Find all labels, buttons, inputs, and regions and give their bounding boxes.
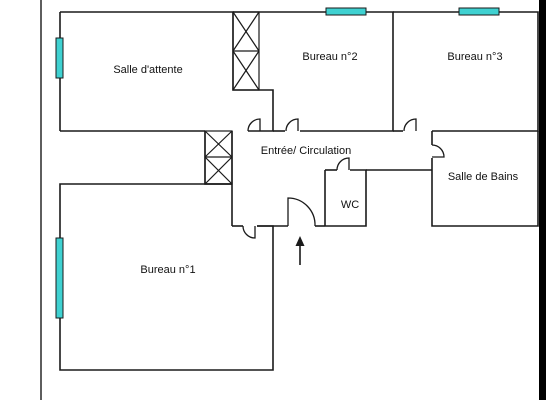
door-salle-attente	[247, 118, 261, 132]
room-label-bureau-3: Bureau n°3	[447, 51, 502, 63]
wall-wc	[325, 169, 367, 227]
wall-bureau-1	[59, 183, 274, 371]
room-label-bureau-2: Bureau n°2	[302, 51, 357, 63]
door-bureau-3	[403, 118, 417, 132]
window-bureau-1	[55, 237, 64, 319]
door-entrance	[287, 197, 316, 227]
door-bureau-2	[285, 118, 299, 132]
window-salle-attente	[55, 37, 64, 79]
room-label-bureau-1: Bureau n°1	[140, 264, 195, 276]
window-icon	[55, 7, 500, 319]
room-label-entree: Entrée/ Circulation	[261, 145, 352, 157]
stairs-icon	[204, 11, 260, 185]
door-bureau-1	[242, 225, 256, 239]
door-swing-icon	[242, 118, 445, 239]
window-bureau-3	[458, 7, 500, 16]
wall-bureau-2	[233, 11, 394, 132]
door-salle-bains	[431, 144, 445, 158]
room-label-salle-bains: Salle de Bains	[448, 171, 519, 183]
entrance-arrow-icon	[295, 236, 305, 265]
wall-salle-bains	[431, 131, 539, 227]
window-bureau-2	[325, 7, 367, 16]
room-label-wc: WC	[341, 199, 359, 211]
door-wc	[336, 157, 350, 171]
room-label-salle-attente: Salle d'attente	[113, 64, 182, 76]
